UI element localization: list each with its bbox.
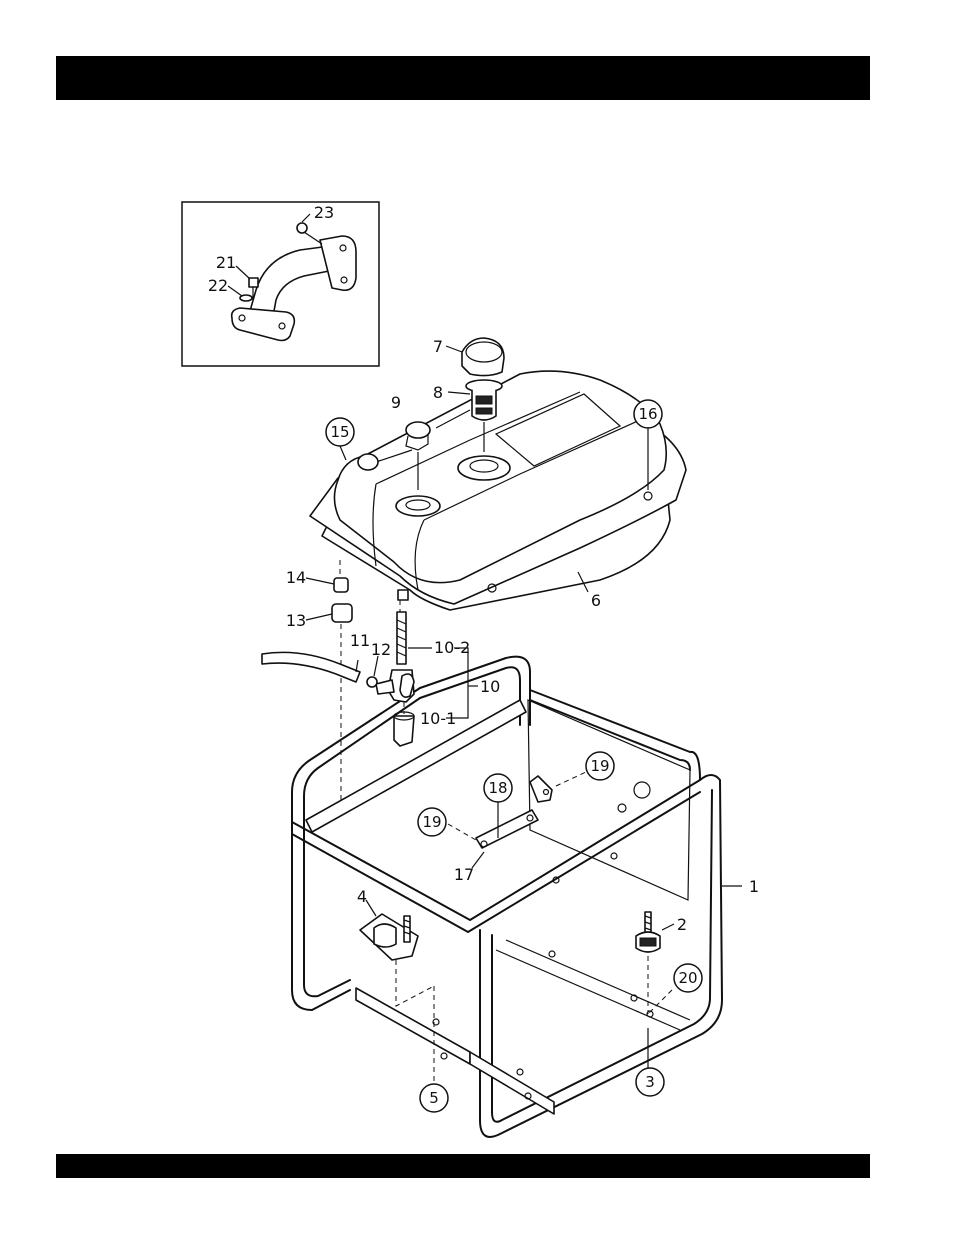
callout-11: 11	[350, 631, 370, 650]
callout-6: 6	[591, 591, 601, 610]
callout-16: 16	[638, 405, 657, 423]
callout-1: 1	[749, 877, 759, 896]
callout-18: 18	[488, 779, 507, 797]
callout-23: 23	[314, 203, 334, 222]
callout-9: 9	[391, 393, 401, 412]
callout-19-left: 19	[422, 813, 441, 831]
callout-15: 15	[330, 423, 349, 441]
callout-5: 5	[429, 1089, 439, 1107]
fuel-tank	[310, 371, 686, 610]
callout-12: 12	[371, 640, 391, 659]
callout-20: 20	[678, 969, 697, 987]
callout-14: 14	[286, 568, 306, 587]
callout-21: 21	[216, 253, 236, 272]
callout-7: 7	[433, 337, 443, 356]
callout-19-right: 19	[590, 757, 609, 775]
fuel-hose	[262, 652, 360, 682]
callout-22: 22	[208, 276, 228, 295]
callout-4: 4	[357, 887, 367, 906]
callout-8: 8	[433, 383, 443, 402]
mount-bracket	[360, 900, 434, 1086]
callout-3: 3	[645, 1073, 655, 1091]
callout-10: 10	[480, 677, 500, 696]
callout-10-1: 10-1	[420, 709, 456, 728]
callout-2: 2	[677, 915, 687, 934]
callout-17: 17	[454, 865, 474, 884]
callout-13: 13	[286, 611, 306, 630]
fuel-cap	[462, 338, 504, 376]
callout-10-2: 10-2	[434, 638, 470, 657]
